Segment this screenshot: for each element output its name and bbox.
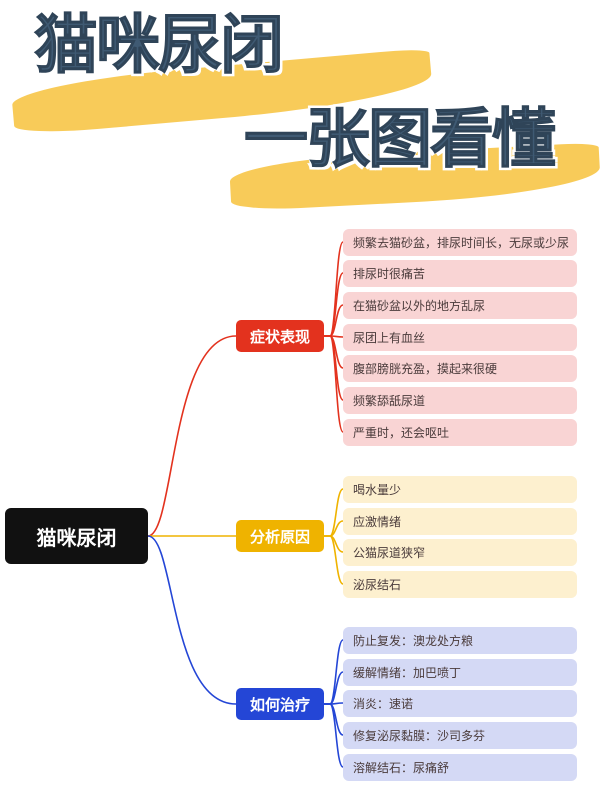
- branch-node-causes[interactable]: 分析原因: [236, 520, 324, 552]
- leaf-node-symptoms[interactable]: 尿团上有血丝: [343, 324, 577, 351]
- leaf-node-causes[interactable]: 泌尿结石: [343, 571, 577, 598]
- leaf-node-treatment[interactable]: 防止复发：澳龙处方粮: [343, 627, 577, 654]
- branch-node-symptoms[interactable]: 症状表现: [236, 320, 324, 352]
- branch-to-leaf-connector: [324, 703, 344, 768]
- leaf-node-treatment[interactable]: 修复泌尿黏膜：沙司多芬: [343, 722, 577, 749]
- branch-to-leaf-connector: [324, 488, 344, 537]
- branch-to-leaf-connector: [324, 272, 344, 337]
- branch-to-leaf-connector: [324, 335, 344, 433]
- leaf-node-symptoms[interactable]: 腹部膀胱充盈，摸起来很硬: [343, 355, 577, 382]
- leaf-node-treatment[interactable]: 溶解结石：尿痛舒: [343, 754, 577, 781]
- leaf-node-symptoms[interactable]: 严重时，还会呕吐: [343, 419, 577, 446]
- branch-to-leaf-connector: [324, 535, 344, 585]
- root-to-symptoms-connector: [147, 335, 237, 537]
- leaf-node-treatment[interactable]: 消炎：速诺: [343, 690, 577, 717]
- root-node[interactable]: 猫咪尿闭: [5, 508, 148, 564]
- branch-node-treatment[interactable]: 如何治疗: [236, 688, 324, 720]
- leaf-node-symptoms[interactable]: 频繁舔舐尿道: [343, 387, 577, 414]
- branch-to-leaf-connector: [324, 639, 344, 705]
- leaf-node-symptoms[interactable]: 排尿时很痛苦: [343, 260, 577, 287]
- leaf-node-causes[interactable]: 公猫尿道狭窄: [343, 539, 577, 566]
- leaf-node-treatment[interactable]: 缓解情绪：加巴喷丁: [343, 659, 577, 686]
- leaf-node-symptoms[interactable]: 在猫砂盆以外的地方乱尿: [343, 292, 577, 319]
- leaf-node-causes[interactable]: 应激情绪: [343, 508, 577, 535]
- title-line-2: 一张图看懂: [244, 103, 557, 177]
- leaf-node-causes[interactable]: 喝水量少: [343, 476, 577, 503]
- leaf-node-symptoms[interactable]: 频繁去猫砂盆，排尿时间长，无尿或少尿: [343, 229, 577, 256]
- branch-to-leaf-connector: [324, 671, 344, 705]
- root-to-treatment-connector: [147, 535, 237, 705]
- title-line-1: 猫咪尿闭: [34, 9, 285, 83]
